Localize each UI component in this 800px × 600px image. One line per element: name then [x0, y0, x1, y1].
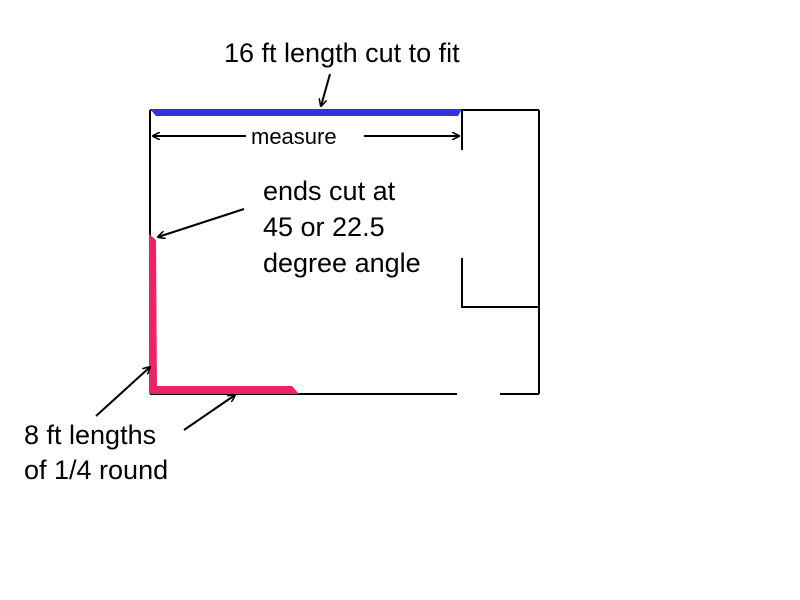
ends-cut-line-1: ends cut at [263, 176, 396, 206]
ends-callout-arrow [158, 208, 245, 237]
ends-cut-label: ends cut at 45 or 22.5 degree angle [263, 173, 421, 281]
quarter-round-line-2: of 1/4 round [24, 455, 169, 485]
round-callout-arrow-2 [183, 395, 235, 431]
ends-cut-line-3: degree angle [263, 248, 421, 278]
top-trim-piece [150, 109, 462, 116]
measure-label: measure [249, 124, 339, 150]
title-callout-arrow [321, 73, 331, 106]
top-trim-label: 16 ft length cut to fit [224, 38, 460, 68]
quarter-round-vertical [149, 234, 157, 394]
ends-cut-line-2: 45 or 22.5 [263, 212, 385, 242]
quarter-round-label: 8 ft lengths of 1/4 round [24, 418, 168, 488]
quarter-round-horizontal [149, 386, 299, 394]
round-callout-arrow-1 [95, 367, 150, 417]
quarter-round-line-1: 8 ft lengths [24, 420, 157, 450]
closet-notch [461, 258, 539, 308]
